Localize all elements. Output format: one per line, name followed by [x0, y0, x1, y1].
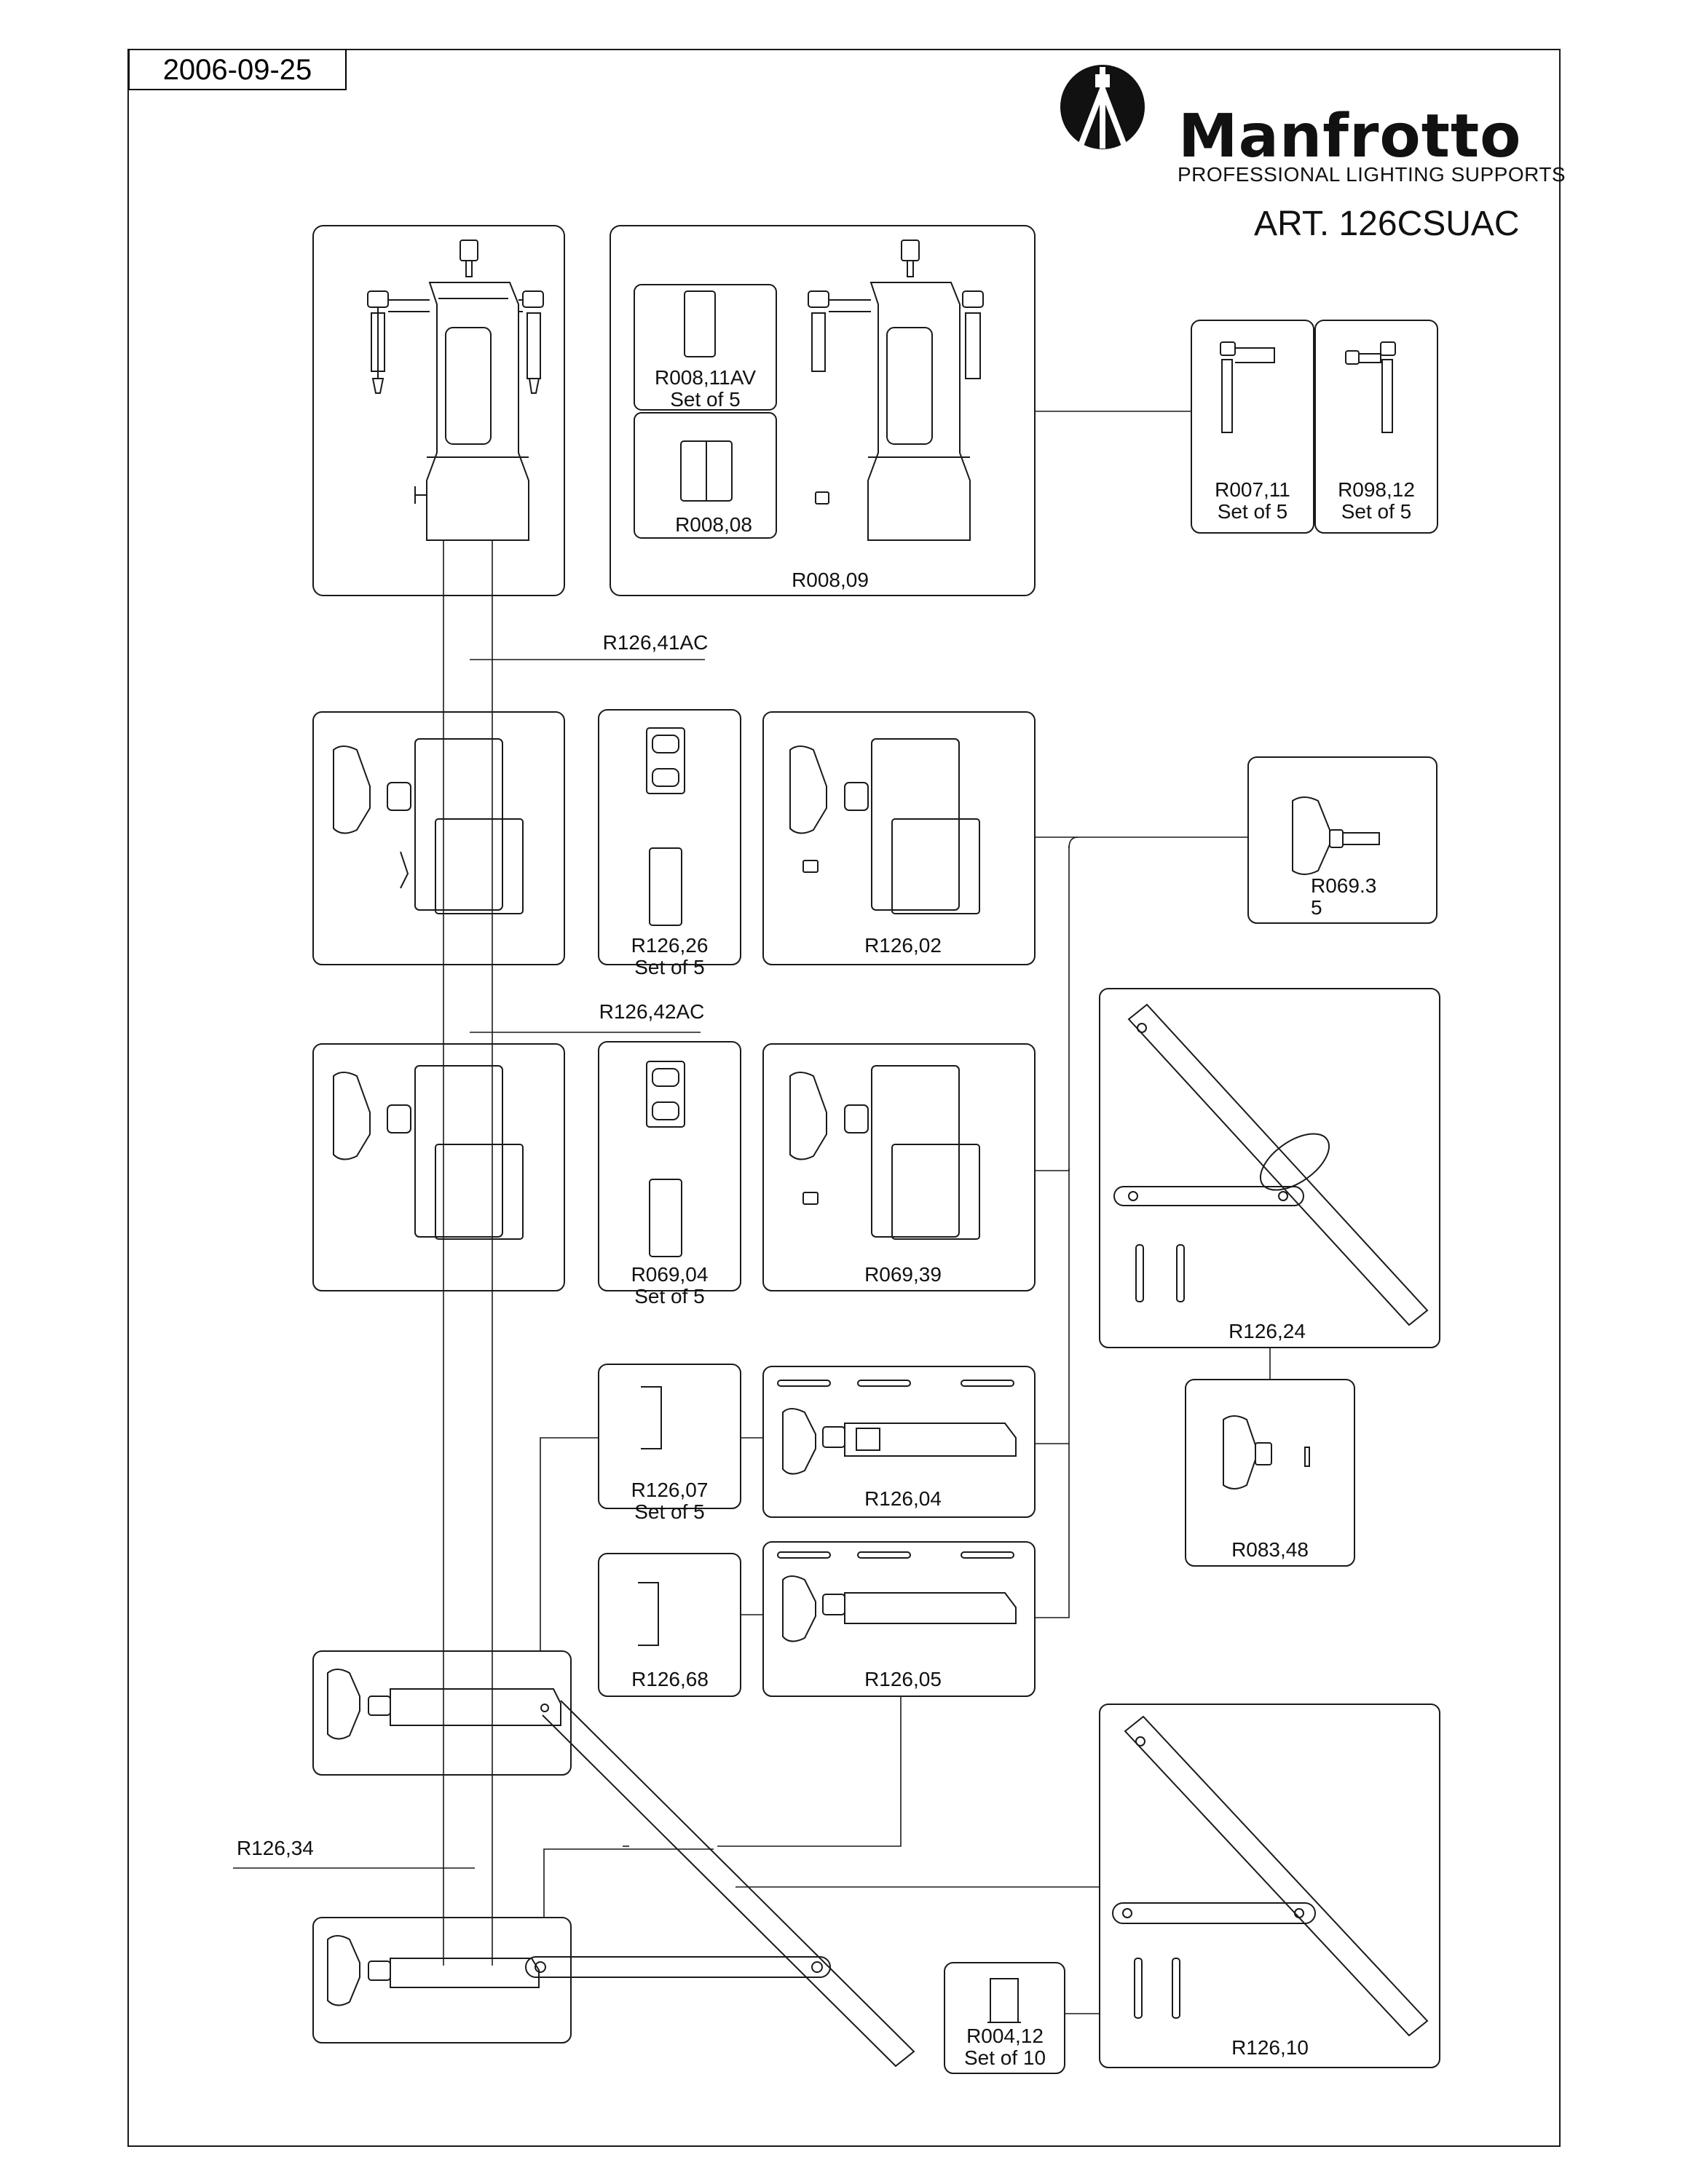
- box-r008-08: [634, 412, 777, 539]
- part-label: R126,02: [864, 934, 942, 957]
- box-lower-clamp-2: [312, 1917, 572, 2043]
- box-collar-2: [312, 1043, 565, 1291]
- box-r126-10: [1099, 1704, 1440, 2068]
- part-label: R008,11AV: [654, 366, 757, 389]
- part-label: R126,24: [1228, 1320, 1306, 1342]
- box-r126-68: [598, 1553, 741, 1697]
- r008-09-drawing: [680, 240, 984, 541]
- r069-35-knob: [1292, 796, 1380, 875]
- part-qty: Set of 5: [1341, 500, 1412, 523]
- article-number: ART. 126CSUAC: [1254, 205, 1520, 243]
- box-r126-26: [598, 709, 741, 965]
- part-qty: Set of 5: [634, 956, 705, 978]
- part-qty: Set of 5: [670, 388, 741, 411]
- lower-clamp-2-drawing: [327, 1935, 831, 2006]
- box-r126-07: [598, 1364, 741, 1509]
- part-label: R126,41AC: [602, 631, 709, 654]
- part-label: R126,10: [1231, 2036, 1309, 2059]
- part-label: R069,39: [864, 1263, 942, 1286]
- box-r004-12: [944, 1962, 1065, 2074]
- center-column: [443, 540, 493, 1966]
- brand-subtitle: PROFESSIONAL LIGHTING SUPPORTS: [1178, 163, 1566, 186]
- part-label: R008,08: [675, 513, 752, 536]
- part-label: R126,07: [631, 1479, 709, 1501]
- collar-clamp-drawings: [333, 727, 980, 1257]
- part-label: R126,04: [864, 1487, 942, 1510]
- part-label: R008,09: [792, 569, 869, 591]
- box-r098-12: [1314, 320, 1438, 534]
- box-r008-09: [610, 225, 1036, 596]
- part-label: R126,05: [864, 1668, 942, 1690]
- lower-clamps-drawings: [638, 1380, 1017, 1646]
- box-r126-04: [762, 1366, 1036, 1518]
- brand-name: Manfrotto: [1178, 102, 1522, 171]
- box-r069-39: [762, 1043, 1036, 1291]
- r083-48-knob: [1223, 1415, 1310, 1489]
- box-collar-1: [312, 711, 565, 965]
- r004-12-drawing: [987, 1978, 1021, 2023]
- lower-clamp-1-drawing: [327, 1669, 915, 2068]
- part-label: R098,12: [1338, 478, 1415, 501]
- part-qty: Set of 5: [634, 1285, 705, 1307]
- r126-24-boom: [1113, 1003, 1429, 1326]
- box-r069-04: [598, 1041, 741, 1291]
- date-stamp: 2006-09-25: [128, 50, 347, 90]
- box-lower-clamp-1: [312, 1650, 572, 1776]
- part-qty: Set of 5: [1217, 500, 1288, 523]
- sheet-frame: [127, 49, 1561, 2147]
- box-r069-35: [1247, 756, 1437, 924]
- box-top-stand-head: [312, 225, 565, 596]
- part-label: 5: [1311, 896, 1322, 919]
- box-r008-11av: [634, 284, 777, 411]
- part-qty: Set of 10: [963, 2046, 1046, 2069]
- part-label: R126,26: [631, 934, 709, 957]
- box-r126-05: [762, 1541, 1036, 1697]
- part-label: R126,42AC: [599, 1000, 705, 1023]
- part-label: R004,12: [966, 2025, 1044, 2047]
- part-label: R069.3: [1311, 874, 1377, 897]
- manfrotto-logo-icon: [1060, 65, 1145, 149]
- part-label: R083,48: [1231, 1538, 1309, 1561]
- r007-r098-drawings: [1220, 341, 1396, 433]
- part-label: R069,04: [631, 1263, 709, 1286]
- stand-head-drawing: [367, 240, 544, 541]
- connector-lines: [233, 411, 1271, 2014]
- part-label: R126,34: [237, 1837, 314, 1859]
- part-label: R126,68: [631, 1668, 709, 1690]
- part-qty: Set of 5: [634, 1500, 705, 1523]
- box-r126-02: [762, 711, 1036, 965]
- part-label: R007,11: [1215, 478, 1290, 501]
- r126-10-boom: [1112, 1715, 1429, 2037]
- box-r007-11: [1191, 320, 1314, 534]
